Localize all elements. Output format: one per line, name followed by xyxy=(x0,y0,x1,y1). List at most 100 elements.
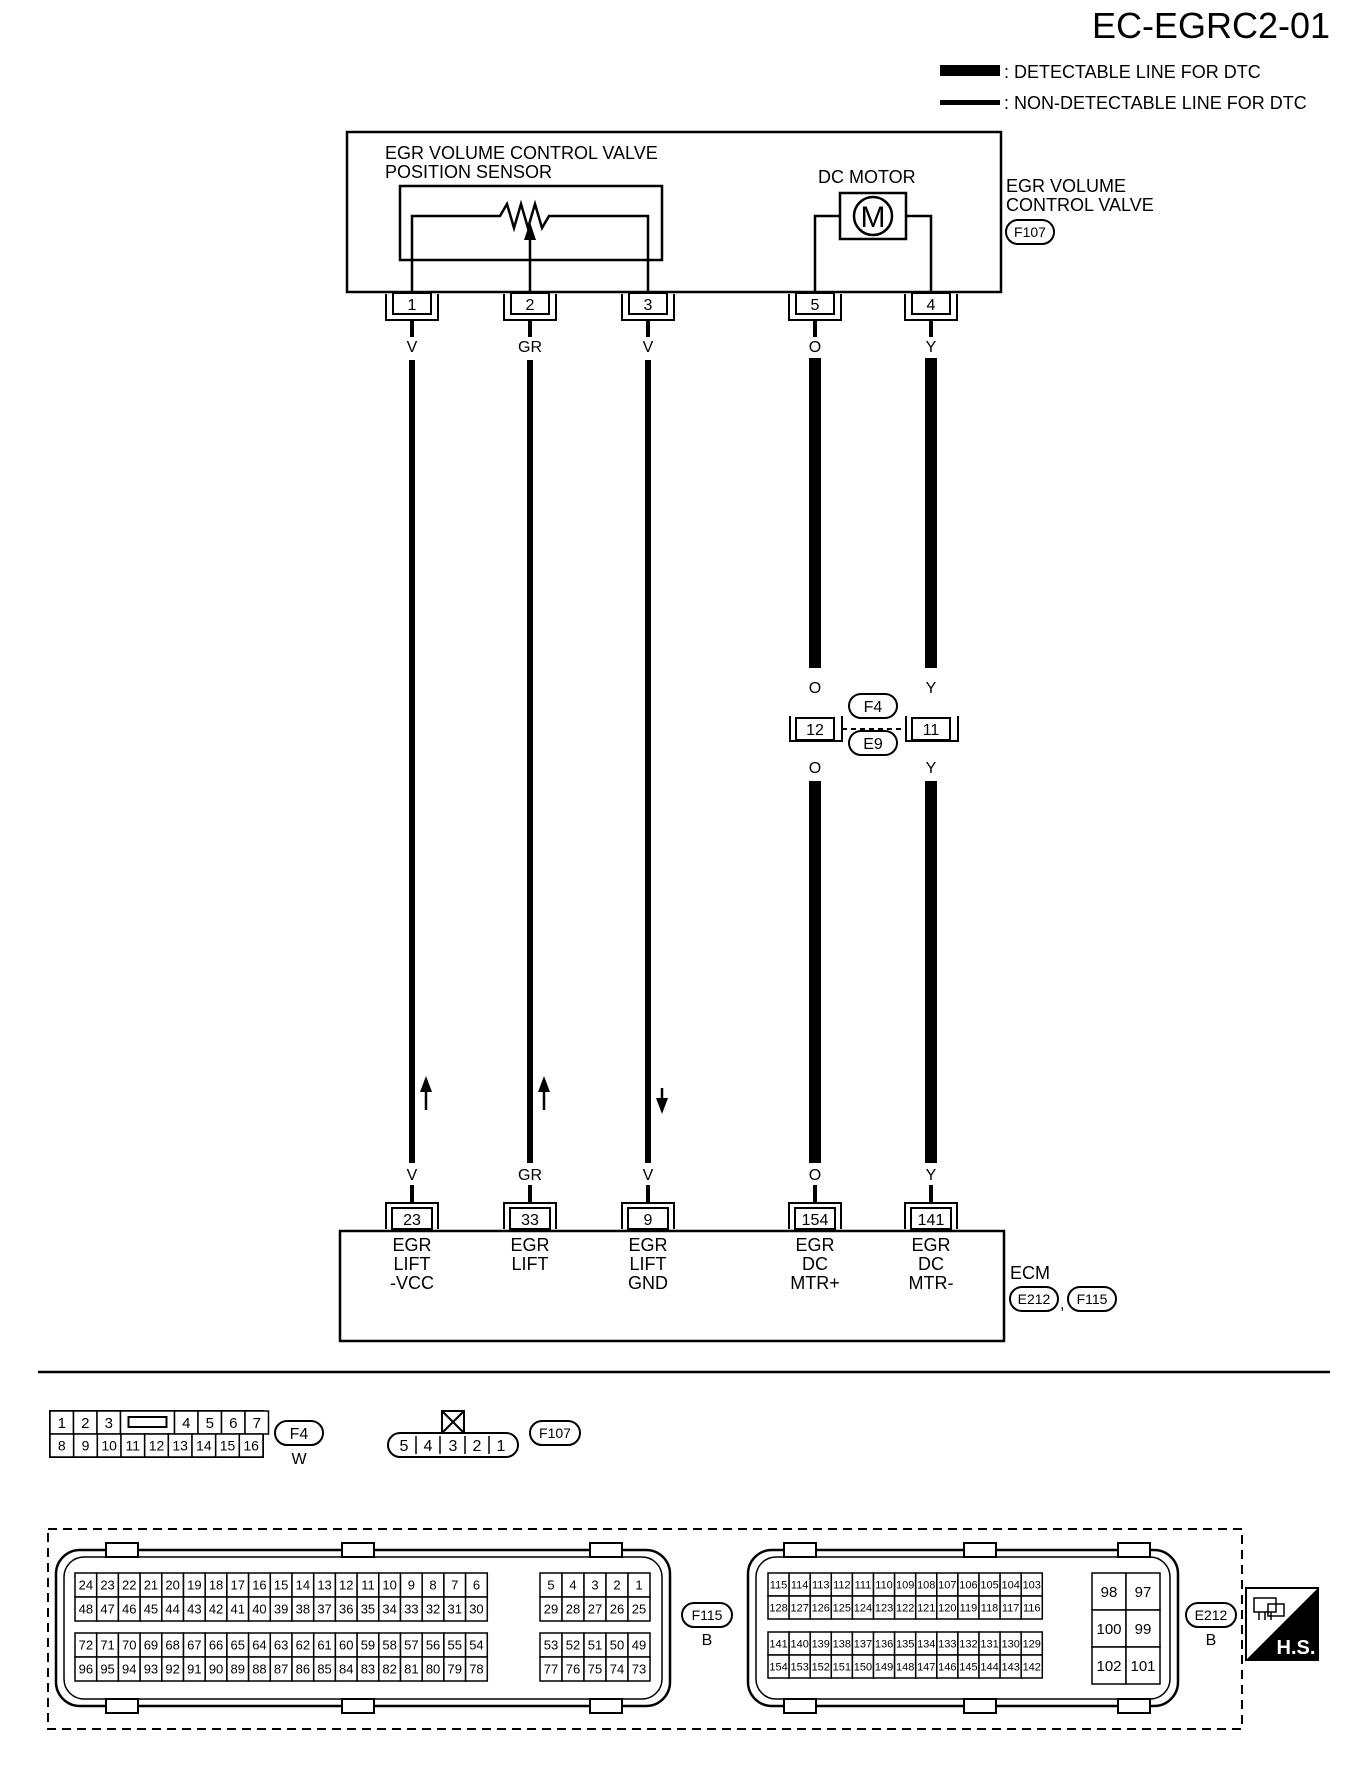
connector-pin-cell: 132 xyxy=(957,1631,980,1656)
connector-pin-cell: 95 xyxy=(95,1656,120,1682)
connector-pin-cell: 111 xyxy=(851,1572,875,1597)
connector-pin-cell: 89 xyxy=(226,1656,250,1682)
connector-pin-number: 90 xyxy=(209,1662,223,1677)
connector-pin-cell: 7 xyxy=(443,1572,467,1598)
connector-pin-number: 54 xyxy=(469,1638,483,1653)
connector-pin-cell: 4 xyxy=(561,1572,585,1598)
connector-pin-cell: 114 xyxy=(788,1572,811,1597)
connector-pin-cell: 126 xyxy=(809,1595,833,1620)
connector-pin-cell: 76 xyxy=(561,1656,585,1682)
connector-pin-cell: 65 xyxy=(226,1632,250,1658)
ecm-terminal-label: GND xyxy=(628,1273,668,1293)
connector-pin-number: 78 xyxy=(469,1662,483,1677)
connector-pin-number: 30 xyxy=(469,1602,483,1617)
connector-pin-number: 37 xyxy=(317,1602,331,1617)
ecm-terminal-label: MTR- xyxy=(909,1273,954,1293)
connector-pin-number: 12 xyxy=(149,1438,165,1454)
hs-badge-text: H.S. xyxy=(1277,1637,1316,1659)
connector-pin-cell: 5 xyxy=(197,1410,223,1435)
connector-pin-number: 122 xyxy=(896,1602,914,1614)
connector-pin-cell: 17 xyxy=(226,1572,250,1598)
wire-color-label: GR xyxy=(518,1167,542,1184)
connector-pin-cell: 130 xyxy=(999,1631,1022,1656)
connector-pin-cell: 110 xyxy=(872,1572,896,1597)
joint-connector: O Y 12 11 F4 E9 O Y xyxy=(789,680,959,777)
connector-pin-number: 47 xyxy=(100,1602,114,1617)
valve-box xyxy=(345,130,1003,294)
connector-pin-cell: 2 xyxy=(72,1410,98,1435)
connector-pin-cell: 152 xyxy=(809,1654,833,1679)
connector-pin-cell: 9 xyxy=(399,1572,423,1598)
connector-pin-number: 4 xyxy=(182,1415,190,1432)
connector-pin-number: 8 xyxy=(58,1438,66,1454)
connector-pin-cell: 39 xyxy=(269,1596,293,1622)
legend: : DETECTABLE LINE FOR DTC : NON-DETECTAB… xyxy=(940,62,1307,113)
connector-pin-number: 120 xyxy=(938,1602,956,1614)
connector-pin-cell: 131 xyxy=(978,1631,1001,1656)
connector-pin-cell: 6 xyxy=(220,1410,246,1435)
ecm-terminal-23: 23 xyxy=(385,1202,439,1230)
connector-pin-cell: 93 xyxy=(139,1656,163,1682)
connector-pin-number: 103 xyxy=(1023,1579,1041,1591)
connector-pin-cell: 25 xyxy=(627,1596,651,1622)
connector-pin-number: 14 xyxy=(296,1578,310,1593)
connector-pin-cell: 121 xyxy=(914,1595,938,1620)
connector-pin-cell: 107 xyxy=(936,1572,959,1597)
connector-pin-cell: 16 xyxy=(238,1433,264,1458)
f115-tab xyxy=(105,1698,139,1714)
connector-pin-number: 2 xyxy=(81,1415,89,1432)
connector-pin-number: 130 xyxy=(1001,1638,1019,1650)
f107-lock-x xyxy=(441,1410,465,1434)
connector-pin-cell: 75 xyxy=(583,1656,607,1682)
connector-pin-number: 123 xyxy=(875,1602,893,1614)
connector-pin-cell: 78 xyxy=(464,1656,489,1682)
connector-pin-number: 8 xyxy=(429,1578,436,1593)
ecm-connectors-frame xyxy=(47,1528,1243,1730)
connector-pin-cell: 147 xyxy=(914,1654,938,1679)
connector-pin-number: 82 xyxy=(382,1662,396,1677)
ecm-name: ECM xyxy=(1010,1263,1050,1283)
connector-pin-number: 80 xyxy=(426,1662,440,1677)
connector-pin-cell: 63 xyxy=(269,1632,293,1658)
connector-pin-number: 107 xyxy=(938,1579,956,1591)
connector-pin-cell: 51 xyxy=(583,1632,607,1658)
connector-pin-number: 150 xyxy=(854,1661,872,1673)
connector-pin-cell: 34 xyxy=(378,1596,402,1622)
connector-pin-number: 75 xyxy=(588,1662,602,1677)
connector-pin-cell: 11 xyxy=(120,1433,146,1458)
valve-connector-id: F107 xyxy=(1014,224,1046,240)
connector-pin-cell: 41 xyxy=(226,1596,250,1622)
wire-color-label: V xyxy=(643,1167,654,1184)
connector-pin-cell: 19 xyxy=(182,1572,206,1598)
connector-pin-cell: 142 xyxy=(1020,1654,1044,1679)
connector-pin-cell: 109 xyxy=(893,1572,917,1597)
connector-pin-number: 116 xyxy=(1023,1602,1041,1614)
f115-tab xyxy=(589,1698,623,1714)
ecm-terminal-label: EGR xyxy=(911,1235,950,1255)
connector-pin-cell: 86 xyxy=(291,1656,315,1682)
joint-pin-number: 11 xyxy=(923,722,940,739)
ecm-terminals: 23 33 9 154 141 xyxy=(385,1202,958,1230)
connector-pin-number: 11 xyxy=(126,1438,141,1454)
connector-pin-number: 24 xyxy=(79,1578,93,1593)
wire-color-label: O xyxy=(809,760,821,777)
connector-pin-cell: 141 xyxy=(767,1631,790,1656)
connector-pin-cell: 1 xyxy=(49,1410,75,1435)
connector-pin-cell: 116 xyxy=(1020,1595,1044,1620)
connector-pin-cell: 1 xyxy=(627,1572,651,1598)
connector-pin-number: 73 xyxy=(632,1662,646,1677)
connector-pin-number: 119 xyxy=(960,1602,978,1614)
ecm-connector-id: E212 xyxy=(1018,1291,1051,1307)
connector-pin-cell: 96 xyxy=(74,1656,98,1682)
connector-pin-number: 4 xyxy=(569,1578,576,1593)
connector-pin-number: 3 xyxy=(591,1578,598,1593)
connector-pin-cell: 136 xyxy=(872,1631,896,1656)
connector-pin-cell: 43 xyxy=(182,1596,206,1622)
page-title: EC-EGRC2-01 xyxy=(1092,5,1330,46)
connector-pin-number: 121 xyxy=(917,1602,935,1614)
